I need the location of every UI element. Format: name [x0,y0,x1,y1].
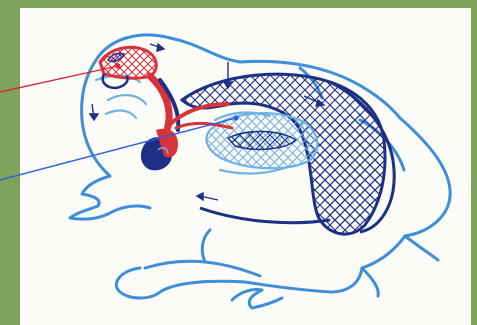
pointer-tip-blue [233,115,238,120]
pointer-tip-red [115,63,120,68]
label-pointers [0,63,239,180]
bottom-left-border [0,295,20,325]
pointer-line-blue [0,118,236,180]
